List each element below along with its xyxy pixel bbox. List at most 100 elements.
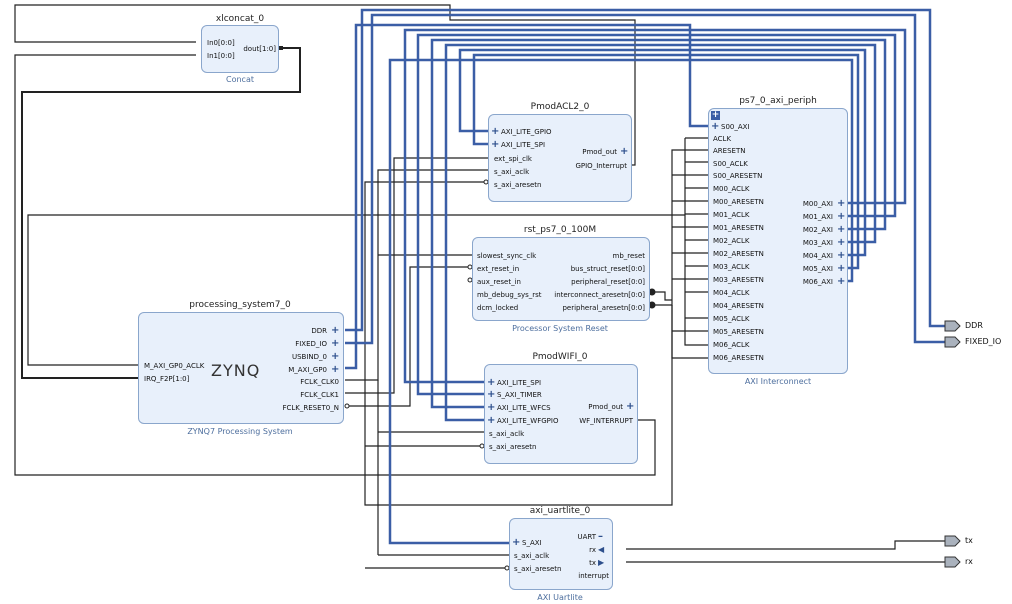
pmodwifi-title: PmodWIFI_0 [532,352,588,362]
axi-periph-right-pin: M01_AXI [802,213,833,221]
external-port-tx[interactable]: tx [965,536,973,545]
axi-periph-right-pin: M02_AXI [802,226,833,234]
plus-icon[interactable]: + [837,276,846,287]
axi-periph-right-pin: M04_AXI [802,252,833,260]
uartlite-right-pin: tx [589,559,596,567]
ps7-subtitle: ZYNQ7 Processing System [187,427,293,436]
rst-right-pin: peripheral_reset[0:0] [571,278,645,286]
plus-icon[interactable]: + [837,224,846,235]
tx-arrow-icon: ▶ [598,558,605,567]
plus-icon[interactable]: + [711,121,720,132]
concat-dout: dout[1:0] [243,45,276,53]
axi-periph-left-pin: M04_ARESETN [713,302,764,310]
ps7-right-pin: FCLK_CLK1 [300,391,339,399]
axi-periph-left-pin: M06_ARESETN [713,354,764,362]
pmodacl2-block[interactable]: + + AXI_LITE_GPIO AXI_LITE_SPI ext_spi_c… [488,114,632,202]
axi-periph-right-pin: M03_AXI [802,239,833,247]
pmodwifi-left-pin: s_axi_aclk [489,430,525,438]
port-arrow-icon [944,320,961,332]
pmodacl2-title: PmodACL2_0 [530,102,590,112]
port-arrow-icon [944,556,961,568]
axi-periph-left-pin: M01_ACLK [713,211,750,219]
axi-periph-left-pin: M06_ACLK [713,341,750,349]
ps7-right-pin: USBIND_0 [291,353,327,361]
rst-right-pin: bus_struct_reset[0:0] [570,265,645,273]
plus-icon[interactable]: + [837,198,846,209]
ps7-block[interactable]: M_AXI_GP0_ACLK IRQ_F2P[1:0] ZYNQ DDR FIX… [138,312,344,424]
concat-subtitle: Concat [226,75,254,84]
rst-right-pin: interconnect_aresetn[0:0] [554,291,645,299]
pmodwifi-left-pin: AXI_LITE_WFGPIO [497,417,559,425]
pmodwifi-block[interactable]: + + + + AXI_LITE_SPI S_AXI_TIMER AXI_LIT… [484,364,638,464]
plus-icon[interactable]: + [331,325,340,336]
plus-icon[interactable]: + [331,351,340,362]
pmodacl2-left-pin: ext_spi_clk [494,155,532,163]
pmodwifi-right-pin: Pmod_out [588,403,623,411]
plus-icon[interactable]: + [487,389,496,400]
concat-block[interactable]: In0[0:0] In1[0:0] dout[1:0] [201,25,279,73]
plus-icon[interactable]: + [491,139,500,150]
rst-title: rst_ps7_0_100M [523,225,597,235]
plus-icon[interactable]: + [487,415,496,426]
rst-block[interactable]: slowest_sync_clk ext_reset_in aux_reset_… [472,237,650,321]
axi-periph-title: ps7_0_axi_periph [739,96,817,106]
uartlite-right-pin: rx [589,546,596,554]
pmodacl2-left-pin: AXI_LITE_GPIO [501,128,552,136]
pmodacl2-right-pin: Pmod_out [582,148,617,156]
plus-icon[interactable]: + [837,211,846,222]
rst-left-pin: slowest_sync_clk [477,252,537,260]
ps7-right-pin: M_AXI_GP0 [288,366,327,374]
external-port-ddr[interactable]: DDR [965,321,983,330]
rst-subtitle: Processor System Reset [512,324,608,333]
plus-icon[interactable]: + [512,537,521,548]
plus-icon[interactable]: + [331,364,340,375]
plus-icon[interactable]: + [487,377,496,388]
plus-icon[interactable]: + [487,402,496,413]
zynq-logo: ZYNQ [211,361,261,380]
axi-periph-right-pin: M06_AXI [802,278,833,286]
concat-in1: In1[0:0] [207,52,235,60]
plus-icon[interactable]: + [837,263,846,274]
rst-left-pin: ext_reset_in [477,265,520,273]
plus-icon[interactable]: + [491,126,500,137]
port-arrow-icon [944,336,961,348]
rst-left-pin: dcm_locked [477,304,519,312]
ps7-right-pin: DDR [311,327,327,335]
plus-icon[interactable]: + [711,110,720,120]
rx-arrow-icon: ◀ [598,545,605,554]
plus-icon[interactable]: + [626,401,635,412]
external-port-fixed-io[interactable]: FIXED_IO [965,337,1002,346]
axi-periph-left-pin: M05_ACLK [713,315,750,323]
axi-periph-left-pin: ACLK [713,135,732,143]
uartlite-subtitle: AXI Uartlite [537,593,583,602]
rst-right-pin: mb_reset [612,252,646,260]
axi-periph-left-pin: M04_ACLK [713,289,750,297]
axi-periph-right-pin: M00_AXI [802,200,833,208]
axi-periph-left-pin: S00_ARESETN [713,172,763,180]
uartlite-block[interactable]: + S_AXI s_axi_aclk s_axi_aresetn UART – … [509,518,613,590]
ps7-left-pin: M_AXI_GP0_ACLK [144,362,205,370]
concat-in0: In0[0:0] [207,39,235,47]
pmodacl2-right-pin: GPIO_Interrupt [575,162,627,170]
axi-periph-left-pin: M00_ARESETN [713,198,764,206]
axi-periph-left-pin: M03_ACLK [713,263,750,271]
uartlite-right-pin: UART [577,533,596,541]
plus-icon[interactable]: + [837,250,846,261]
external-port-rx[interactable]: rx [965,557,973,566]
rst-left-pin: mb_debug_sys_rst [477,291,542,299]
rst-right-pin: peripheral_aresetn[0:0] [562,304,645,312]
plus-icon[interactable]: + [331,338,340,349]
pmodacl2-left-pin: s_axi_aresetn [494,181,542,189]
plus-icon[interactable]: + [620,146,629,157]
axi-periph-left-pin: M01_ARESETN [713,224,764,232]
pmodwifi-right-pin: WF_INTERRUPT [579,417,633,425]
concat-title: xlconcat_0 [215,14,265,24]
axi-periph-subtitle: AXI Interconnect [744,377,812,386]
axi-periph-block[interactable]: + + S00_AXI ACLK ARESETN S00_ACLK S00_AR… [708,108,848,374]
plus-icon[interactable]: – [598,531,603,542]
uartlite-right-pin: interrupt [578,572,609,580]
pmodwifi-left-pin: S_AXI_TIMER [497,391,542,399]
axi-periph-left-pin: ARESETN [713,147,746,155]
plus-icon[interactable]: + [837,237,846,248]
